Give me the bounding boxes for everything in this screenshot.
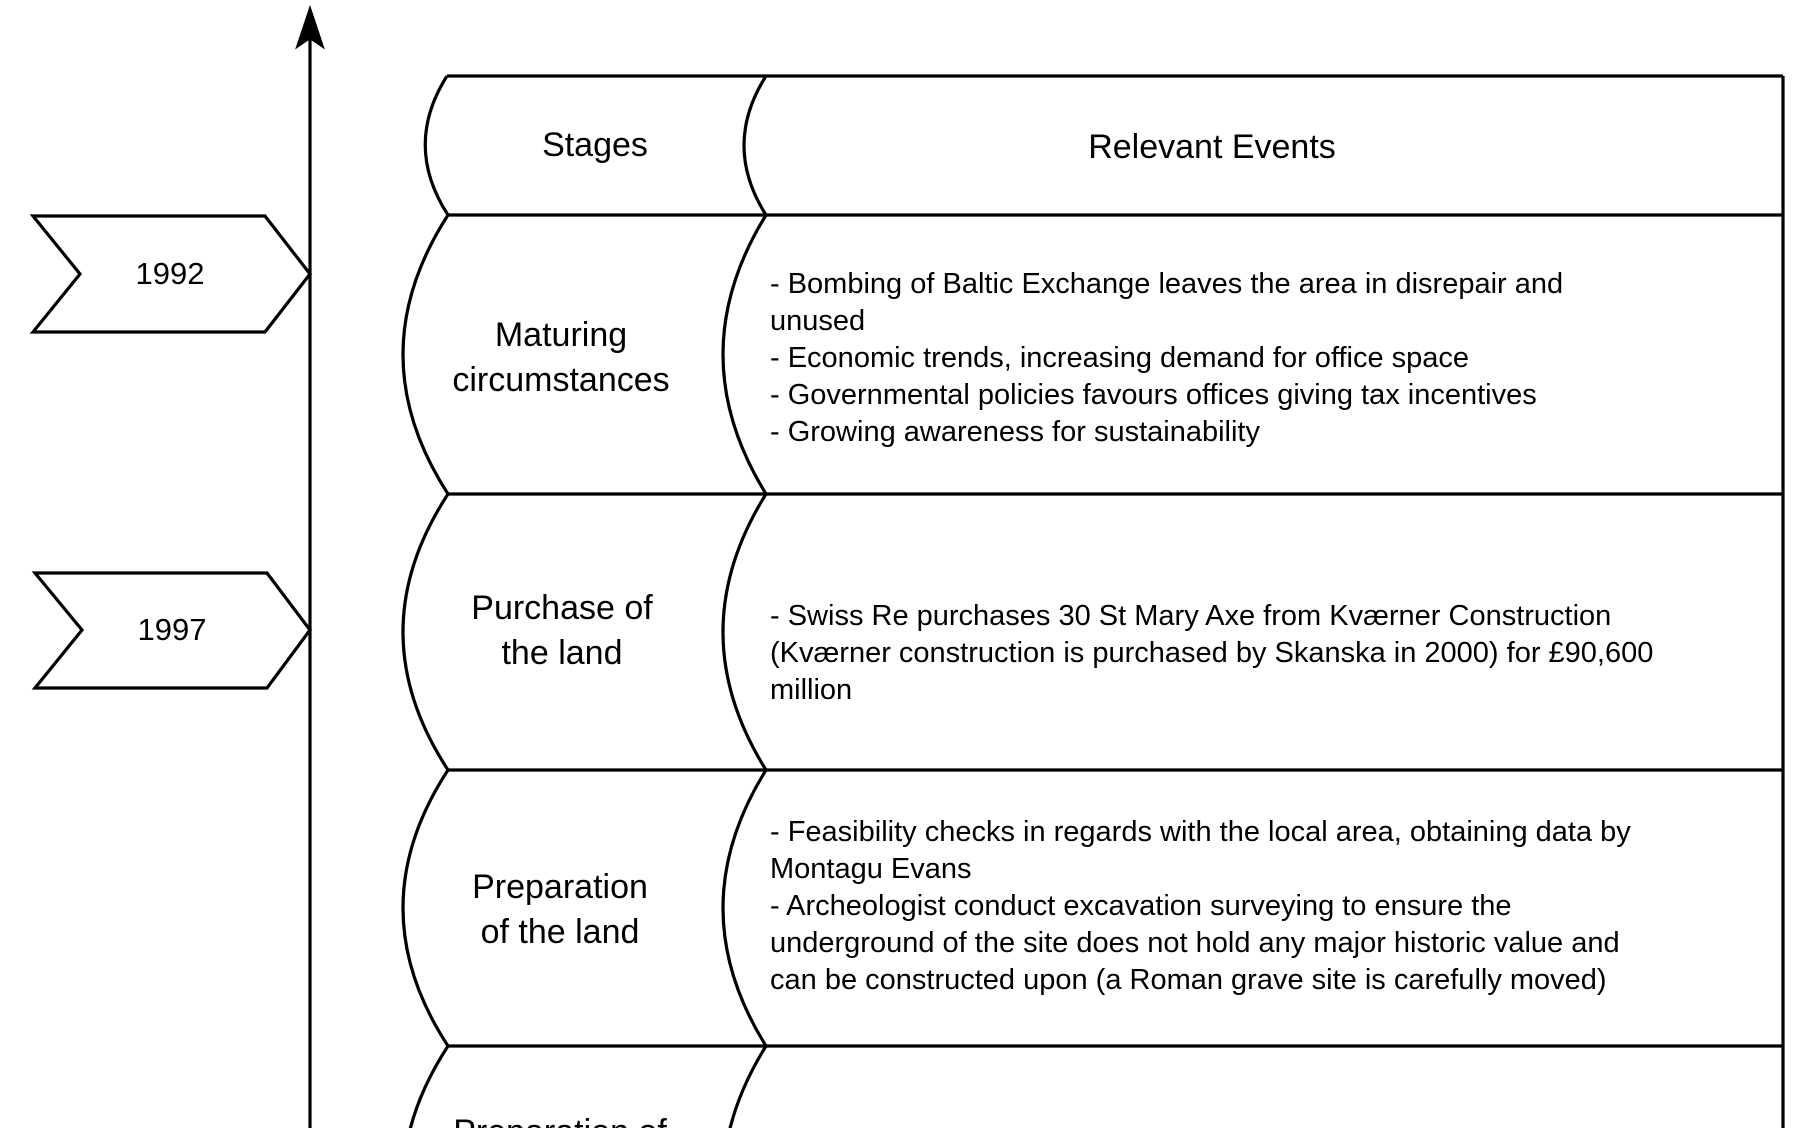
left-curve-row-3	[401, 769, 450, 1047]
timeline-axis-arrowhead-icon	[295, 4, 325, 50]
column-divider-row-4	[728, 1045, 768, 1128]
column-divider-row-1	[721, 214, 768, 495]
events-text-preparation-of-the-land: - Feasibility checks in regards with the…	[770, 816, 1631, 996]
events-text-maturing-circumstances: - Bombing of Baltic Exchange leaves the …	[770, 268, 1564, 448]
year-label-1997: 1997	[137, 612, 207, 647]
left-curve-row-4	[408, 1045, 450, 1128]
column-header-relevant-events: Relevant Events	[1088, 127, 1336, 166]
stage-label-preparation-of-the-land: Preparation of the land	[472, 868, 648, 951]
year-label-1992: 1992	[135, 256, 205, 291]
events-text-purchase-of-the-land: - Swiss Re purchases 30 St Mary Axe from…	[770, 600, 1654, 706]
column-header-stages: Stages	[542, 126, 648, 164]
stage-label-row-4-partial: Preparation of	[410, 1110, 710, 1128]
year-flag-1997	[31, 571, 312, 690]
left-curve-row-1	[401, 214, 450, 495]
stage-label-maturing-circumstances: Maturing circumstances	[452, 316, 670, 399]
column-divider-header	[742, 75, 768, 216]
stages-table-borders	[401, 74, 1785, 1128]
year-flag-1992	[29, 214, 313, 334]
column-divider-row-2	[721, 493, 768, 771]
column-divider-row-3	[721, 769, 768, 1047]
stage-label-purchase-of-the-land: Purchase of the land	[471, 589, 653, 672]
left-curve-header	[423, 75, 450, 216]
left-curve-row-2	[401, 493, 450, 771]
